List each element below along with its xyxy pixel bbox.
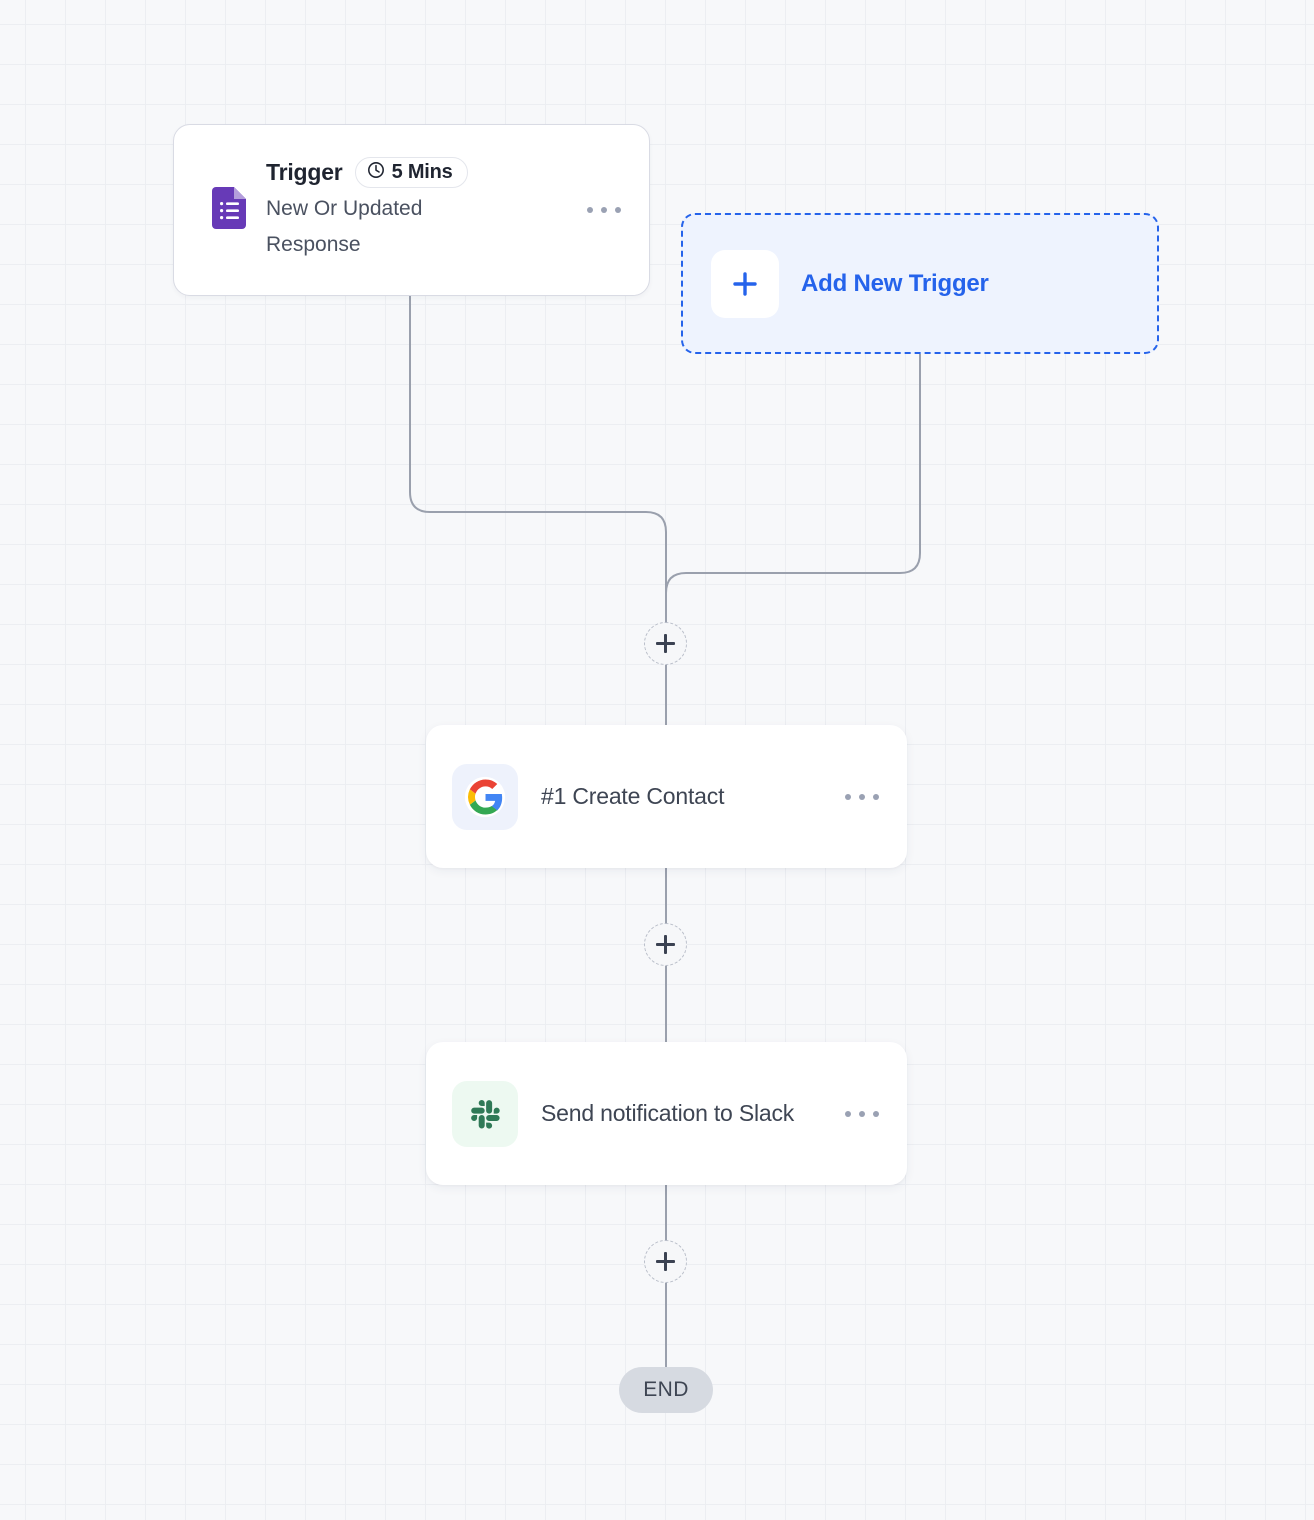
edge-addtrigger-to-merge bbox=[665, 353, 921, 623]
step-title: Send notification to Slack bbox=[541, 1100, 795, 1126]
end-label: END bbox=[643, 1378, 689, 1401]
plus-icon bbox=[711, 249, 779, 318]
trigger-content: Trigger 5 Mins New Or Updated Response bbox=[212, 157, 583, 263]
step-kebab-menu-icon[interactable] bbox=[841, 1103, 883, 1125]
add-step-node-3[interactable] bbox=[644, 1240, 687, 1283]
step-card-send-notification-to-slack[interactable]: Send notification to Slack bbox=[426, 1042, 907, 1185]
add-new-trigger-button[interactable]: Add New Trigger bbox=[681, 213, 1159, 354]
step-kebab-menu-icon[interactable] bbox=[841, 786, 883, 808]
add-step-node-2[interactable] bbox=[644, 923, 687, 966]
edge-trigger-to-merge bbox=[409, 295, 667, 623]
google-forms-icon bbox=[212, 186, 246, 234]
step-title: #1 Create Contact bbox=[541, 783, 725, 809]
clock-icon bbox=[367, 161, 385, 184]
trigger-subtitle: New Or Updated Response bbox=[266, 197, 423, 256]
trigger-label: Trigger bbox=[266, 159, 343, 185]
add-step-node-1[interactable] bbox=[644, 622, 687, 665]
slack-icon bbox=[452, 1080, 518, 1147]
trigger-interval-text: 5 Mins bbox=[391, 161, 453, 183]
trigger-interval-badge[interactable]: 5 Mins bbox=[354, 157, 468, 188]
plus-icon bbox=[656, 935, 675, 954]
trigger-title-row: Trigger 5 Mins bbox=[266, 157, 476, 188]
step-card-create-contact[interactable]: #1 Create Contact bbox=[426, 725, 907, 868]
add-new-trigger-label: Add New Trigger bbox=[801, 269, 989, 297]
plus-icon bbox=[656, 1252, 675, 1271]
trigger-card[interactable]: Trigger 5 Mins New Or Updated Response bbox=[173, 124, 650, 296]
trigger-kebab-menu-icon[interactable] bbox=[583, 199, 625, 221]
workflow-end-badge: END bbox=[619, 1367, 713, 1413]
trigger-text-block: Trigger 5 Mins New Or Updated Response bbox=[266, 157, 476, 263]
plus-icon bbox=[656, 634, 675, 653]
google-icon bbox=[452, 763, 518, 830]
